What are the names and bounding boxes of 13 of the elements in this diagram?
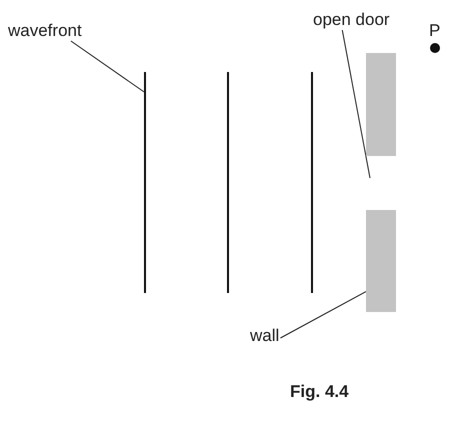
wavefront-label: wavefront — [8, 21, 82, 41]
leader-line — [342, 30, 370, 178]
wavefront-line — [311, 72, 313, 293]
point-label: P — [429, 21, 440, 41]
door-label: open door — [313, 10, 390, 30]
leader-line — [280, 291, 366, 338]
wavefront-line — [144, 72, 146, 293]
leader-line — [70, 40, 144, 92]
wall-bar — [366, 210, 396, 312]
wavefront-line — [227, 72, 229, 293]
wall-bar — [366, 53, 396, 156]
wall-label: wall — [250, 326, 280, 346]
figure-caption: Fig. 4.4 — [290, 382, 349, 402]
